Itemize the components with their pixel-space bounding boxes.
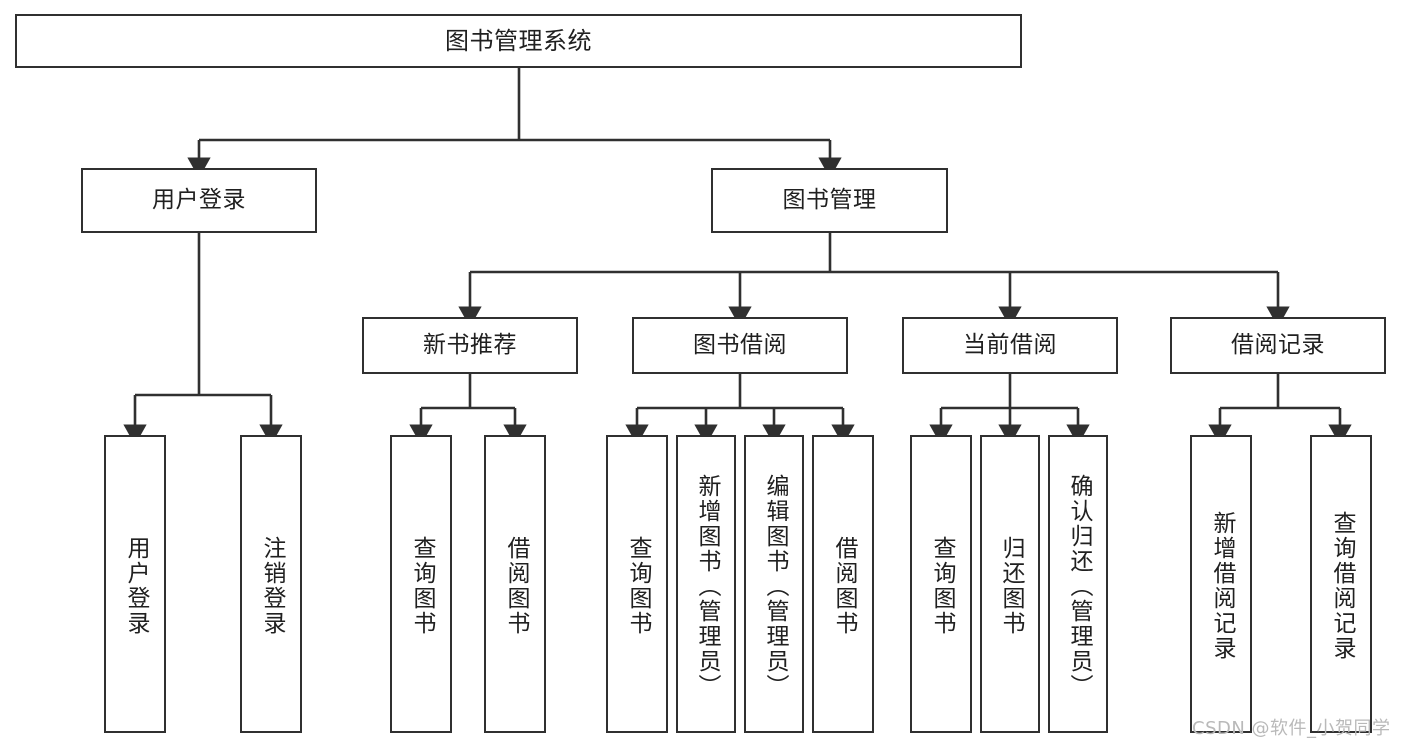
- csdn-watermark: CSDN @软件_小贺同学: [1192, 718, 1391, 739]
- node-label: 新书推荐: [423, 331, 517, 358]
- node-label: 图书借阅: [693, 331, 787, 358]
- leaf-confirm-return-admin[interactable]: 确认归还（管理员）: [1048, 435, 1108, 733]
- leaf-borrow-book-borrowing[interactable]: 借阅图书: [812, 435, 874, 733]
- node-label: 查询图书: [928, 536, 955, 636]
- leaf-query-book-borrowing[interactable]: 查询图书: [606, 435, 668, 733]
- node-book-borrowing[interactable]: 图书借阅: [632, 317, 848, 374]
- node-label: 借阅记录: [1231, 331, 1325, 358]
- leaf-borrow-book-new-rec[interactable]: 借阅图书: [484, 435, 546, 733]
- node-current-borrowing[interactable]: 当前借阅: [902, 317, 1118, 374]
- leaf-query-book-new-rec[interactable]: 查询图书: [390, 435, 452, 733]
- node-label: 当前借阅: [963, 331, 1057, 358]
- node-root-book-management-system[interactable]: 图书管理系统: [15, 14, 1022, 68]
- node-label: 借阅图书: [830, 536, 857, 636]
- leaf-edit-book-admin[interactable]: 编辑图书（管理员）: [744, 435, 804, 733]
- leaf-user-login[interactable]: 用户登录: [104, 435, 166, 733]
- node-label: 图书管理系统: [445, 26, 592, 55]
- leaf-add-book-admin[interactable]: 新增图书（管理员）: [676, 435, 736, 733]
- node-label: 用户登录: [152, 186, 246, 213]
- node-label: 借阅图书: [502, 536, 529, 636]
- node-label: 查询图书: [624, 536, 651, 636]
- node-borrowing-record[interactable]: 借阅记录: [1170, 317, 1386, 374]
- node-user-login[interactable]: 用户登录: [81, 168, 317, 233]
- node-label: 图书管理: [782, 186, 877, 213]
- node-label: 查询借阅记录: [1328, 511, 1355, 661]
- node-label: 新增图书（管理员）: [693, 473, 720, 699]
- node-label: 确认归还（管理员）: [1065, 473, 1092, 699]
- leaf-logout[interactable]: 注销登录: [240, 435, 302, 733]
- node-label: 查询图书: [408, 536, 435, 636]
- node-label: 注销登录: [258, 536, 285, 636]
- node-label: 新增借阅记录: [1208, 511, 1235, 661]
- node-label: 编辑图书（管理员）: [761, 473, 788, 699]
- node-label: 用户登录: [122, 536, 149, 636]
- leaf-query-book-current[interactable]: 查询图书: [910, 435, 972, 733]
- node-new-book-recommendation[interactable]: 新书推荐: [362, 317, 578, 374]
- leaf-add-borrowing-record[interactable]: 新增借阅记录: [1190, 435, 1252, 733]
- node-label: 归还图书: [997, 536, 1024, 636]
- node-book-management[interactable]: 图书管理: [711, 168, 948, 233]
- leaf-query-borrowing-record[interactable]: 查询借阅记录: [1310, 435, 1372, 733]
- leaf-return-book[interactable]: 归还图书: [980, 435, 1040, 733]
